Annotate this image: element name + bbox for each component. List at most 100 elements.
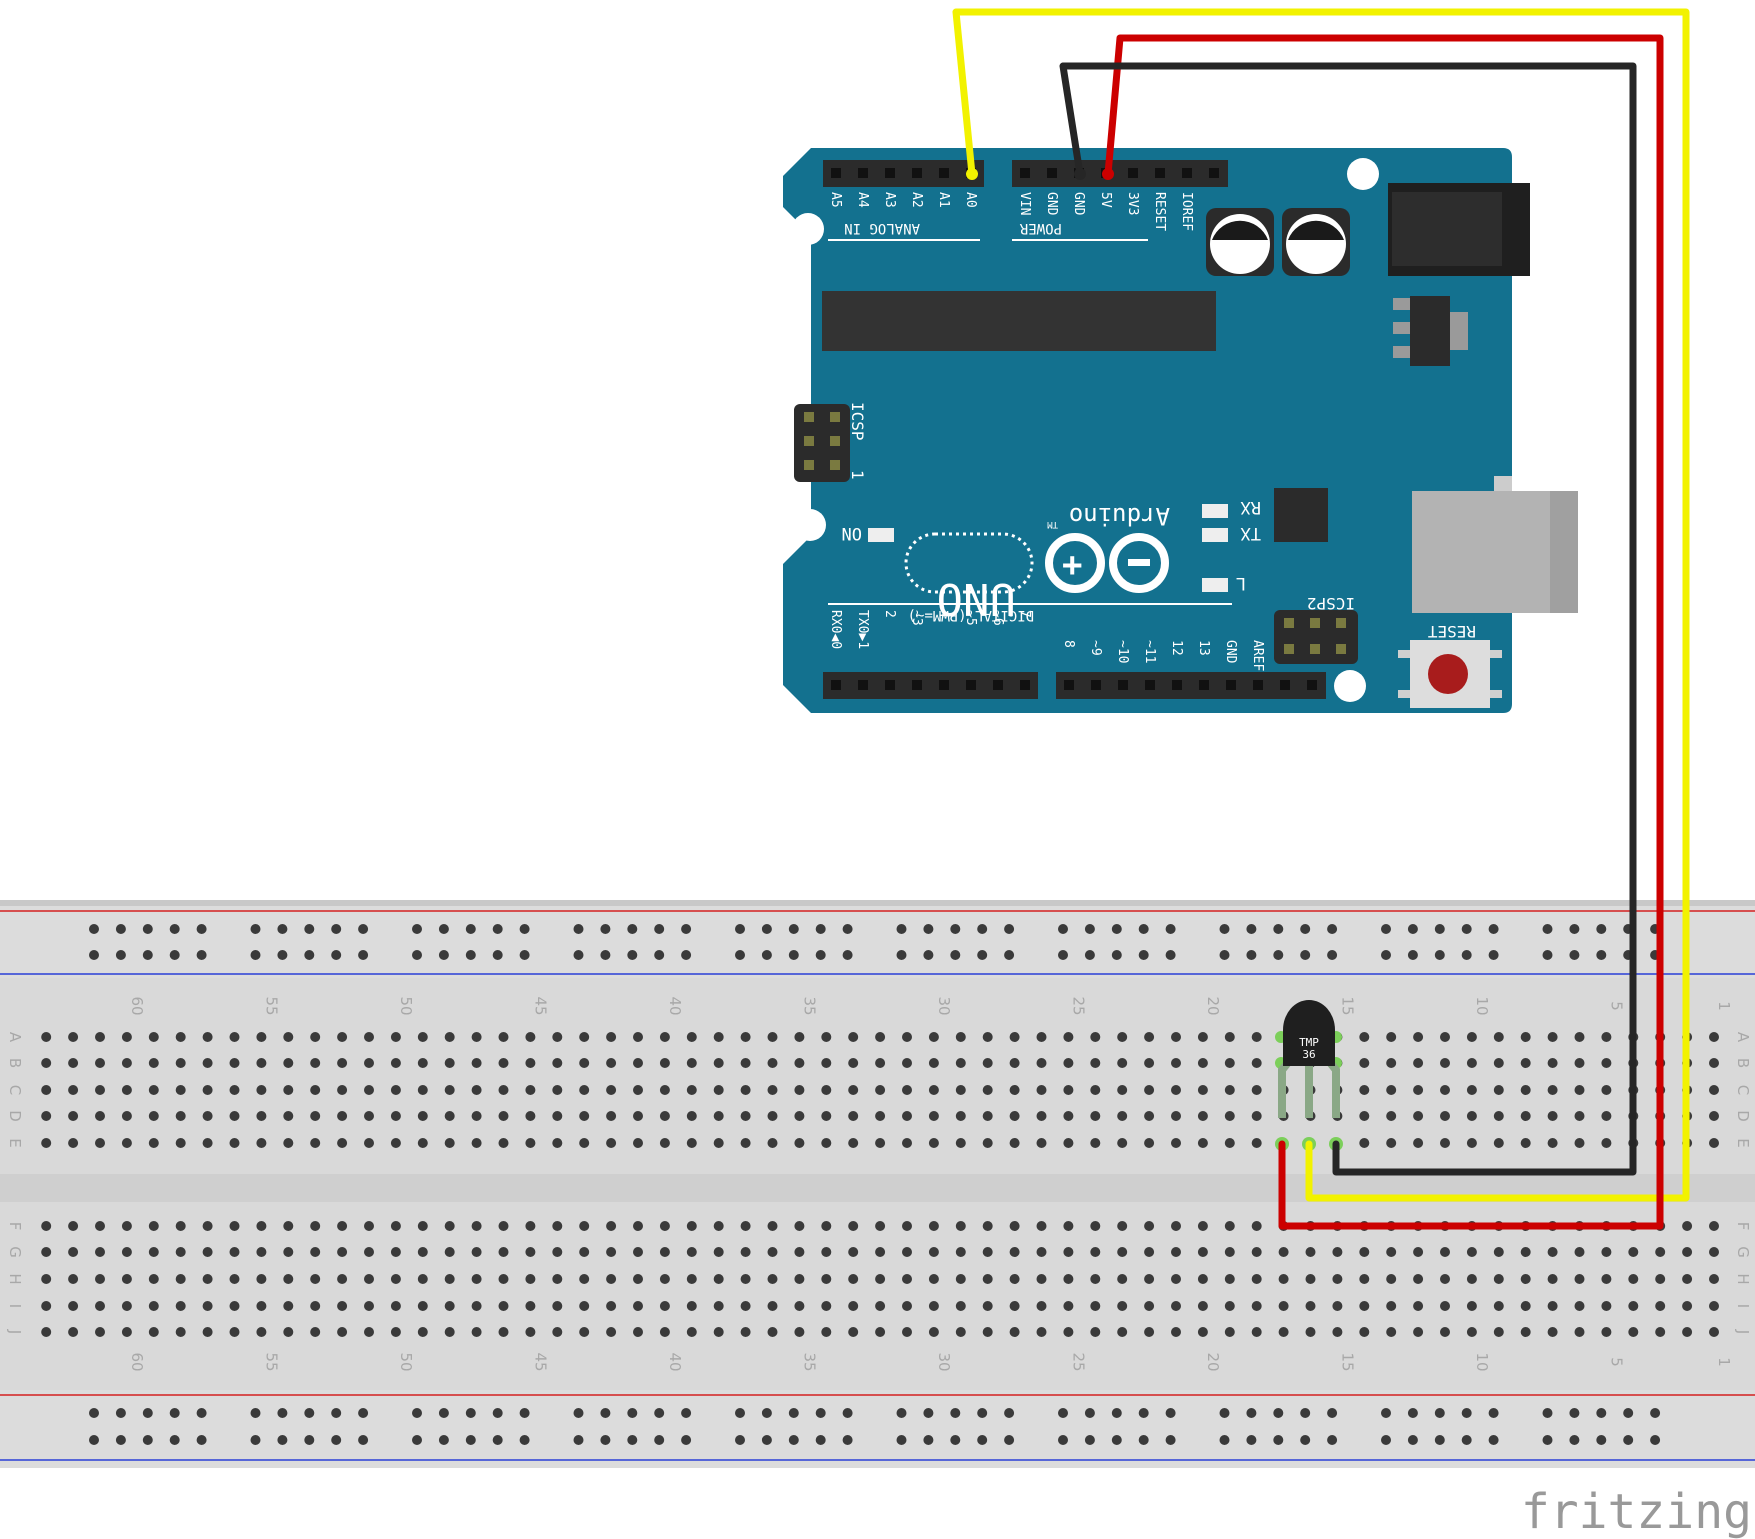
breadboard-hole[interactable] bbox=[552, 1327, 563, 1337]
breadboard-hole[interactable] bbox=[982, 1085, 993, 1095]
breadboard-hole[interactable] bbox=[498, 1111, 509, 1121]
breadboard-hole[interactable] bbox=[606, 1085, 617, 1095]
breadboard-hole[interactable] bbox=[1117, 1085, 1128, 1095]
digital-pin[interactable] bbox=[831, 680, 841, 690]
rail-hole[interactable] bbox=[1138, 950, 1149, 960]
rail-hole[interactable] bbox=[1273, 1435, 1284, 1445]
breadboard-hole[interactable] bbox=[740, 1221, 751, 1231]
rail-hole[interactable] bbox=[142, 1408, 153, 1418]
breadboard-hole[interactable] bbox=[444, 1274, 455, 1284]
breadboard-hole[interactable] bbox=[525, 1274, 536, 1284]
breadboard-hole[interactable] bbox=[256, 1111, 267, 1121]
breadboard-hole[interactable] bbox=[498, 1221, 509, 1231]
breadboard-hole[interactable] bbox=[982, 1301, 993, 1311]
rail-hole[interactable] bbox=[1084, 924, 1095, 934]
breadboard-hole[interactable] bbox=[525, 1327, 536, 1337]
breadboard-hole[interactable] bbox=[444, 1138, 455, 1148]
rail-hole[interactable] bbox=[412, 1408, 422, 1418]
breadboard-hole[interactable] bbox=[1601, 1085, 1612, 1095]
breadboard-hole[interactable] bbox=[552, 1085, 563, 1095]
rail-hole[interactable] bbox=[1569, 1408, 1580, 1418]
breadboard-hole[interactable] bbox=[310, 1221, 321, 1231]
rail-hole[interactable] bbox=[573, 1435, 584, 1445]
breadboard-hole[interactable] bbox=[175, 1327, 186, 1337]
breadboard-hole[interactable] bbox=[1655, 1247, 1666, 1257]
breadboard-hole[interactable] bbox=[1117, 1274, 1128, 1284]
breadboard-hole[interactable] bbox=[1197, 1138, 1208, 1148]
rail-hole[interactable] bbox=[1273, 1408, 1284, 1418]
breadboard-hole[interactable] bbox=[982, 1058, 993, 1068]
breadboard-hole[interactable] bbox=[1440, 1111, 1450, 1121]
breadboard-hole[interactable] bbox=[767, 1032, 778, 1042]
breadboard-hole[interactable] bbox=[1117, 1221, 1128, 1231]
breadboard-hole[interactable] bbox=[928, 1138, 939, 1148]
breadboard-hole[interactable] bbox=[875, 1085, 886, 1095]
rail-hole[interactable] bbox=[115, 950, 126, 960]
analog-pin[interactable] bbox=[831, 168, 841, 178]
breadboard-hole[interactable] bbox=[95, 1301, 105, 1311]
breadboard-hole[interactable] bbox=[390, 1247, 401, 1257]
rail-hole[interactable] bbox=[1300, 924, 1311, 934]
breadboard-hole[interactable] bbox=[41, 1138, 52, 1148]
rail-hole[interactable] bbox=[1488, 1408, 1499, 1418]
breadboard-hole[interactable] bbox=[1709, 1085, 1719, 1095]
breadboard-hole[interactable] bbox=[686, 1111, 697, 1121]
breadboard-hole[interactable] bbox=[1493, 1058, 1504, 1068]
breadboard-hole[interactable] bbox=[1520, 1301, 1531, 1311]
breadboard-hole[interactable] bbox=[95, 1327, 105, 1337]
breadboard-hole[interactable] bbox=[337, 1221, 348, 1231]
breadboard-hole[interactable] bbox=[1628, 1327, 1639, 1337]
rail-hole[interactable] bbox=[1327, 1408, 1338, 1418]
rail-hole[interactable] bbox=[1407, 924, 1418, 934]
rail-hole[interactable] bbox=[169, 950, 180, 960]
breadboard-hole[interactable] bbox=[202, 1138, 213, 1148]
breadboard-hole[interactable] bbox=[1197, 1032, 1208, 1042]
breadboard-hole[interactable] bbox=[1440, 1058, 1450, 1068]
digital-pin[interactable] bbox=[1091, 680, 1101, 690]
rail-hole[interactable] bbox=[89, 1408, 99, 1418]
breadboard-hole[interactable] bbox=[417, 1058, 428, 1068]
breadboard-hole[interactable] bbox=[606, 1247, 617, 1257]
breadboard-hole[interactable] bbox=[848, 1085, 859, 1095]
breadboard-hole[interactable] bbox=[471, 1138, 482, 1148]
breadboard-hole[interactable] bbox=[1171, 1221, 1181, 1231]
rail-hole[interactable] bbox=[465, 950, 476, 960]
breadboard-hole[interactable] bbox=[364, 1138, 374, 1148]
rail-hole[interactable] bbox=[681, 1435, 692, 1445]
breadboard-hole[interactable] bbox=[1359, 1138, 1370, 1148]
rail-hole[interactable] bbox=[1246, 1435, 1257, 1445]
breadboard-hole[interactable] bbox=[1144, 1221, 1155, 1231]
breadboard-hole[interactable] bbox=[1601, 1058, 1612, 1068]
breadboard-hole[interactable] bbox=[229, 1327, 240, 1337]
breadboard-hole[interactable] bbox=[95, 1247, 105, 1257]
rail-hole[interactable] bbox=[115, 924, 126, 934]
breadboard-hole[interactable] bbox=[1359, 1032, 1370, 1042]
breadboard-hole[interactable] bbox=[471, 1058, 482, 1068]
breadboard-hole[interactable] bbox=[337, 1032, 348, 1042]
breadboard-hole[interactable] bbox=[848, 1138, 859, 1148]
breadboard-hole[interactable] bbox=[1009, 1221, 1020, 1231]
breadboard-hole[interactable] bbox=[902, 1221, 912, 1231]
breadboard-hole[interactable] bbox=[606, 1301, 617, 1311]
rail-hole[interactable] bbox=[950, 1435, 961, 1445]
breadboard-hole[interactable] bbox=[1466, 1301, 1477, 1311]
breadboard-hole[interactable] bbox=[1574, 1327, 1585, 1337]
rail-hole[interactable] bbox=[1004, 924, 1015, 934]
breadboard-hole[interactable] bbox=[1709, 1247, 1719, 1257]
breadboard-hole[interactable] bbox=[1386, 1111, 1397, 1121]
breadboard-hole[interactable] bbox=[1278, 1247, 1289, 1257]
breadboard-hole[interactable] bbox=[202, 1058, 213, 1068]
breadboard-hole[interactable] bbox=[794, 1085, 805, 1095]
breadboard-hole[interactable] bbox=[337, 1138, 348, 1148]
breadboard-hole[interactable] bbox=[525, 1032, 536, 1042]
breadboard-hole[interactable] bbox=[767, 1221, 778, 1231]
breadboard-hole[interactable] bbox=[1628, 1274, 1639, 1284]
breadboard-hole[interactable] bbox=[1009, 1327, 1020, 1337]
power-pin[interactable] bbox=[1047, 168, 1057, 178]
power-pin[interactable] bbox=[1020, 168, 1030, 178]
rail-hole[interactable] bbox=[1569, 924, 1580, 934]
rail-hole[interactable] bbox=[1650, 1408, 1661, 1418]
breadboard-hole[interactable] bbox=[256, 1327, 267, 1337]
analog-pin[interactable] bbox=[858, 168, 868, 178]
breadboard-hole[interactable] bbox=[794, 1274, 805, 1284]
